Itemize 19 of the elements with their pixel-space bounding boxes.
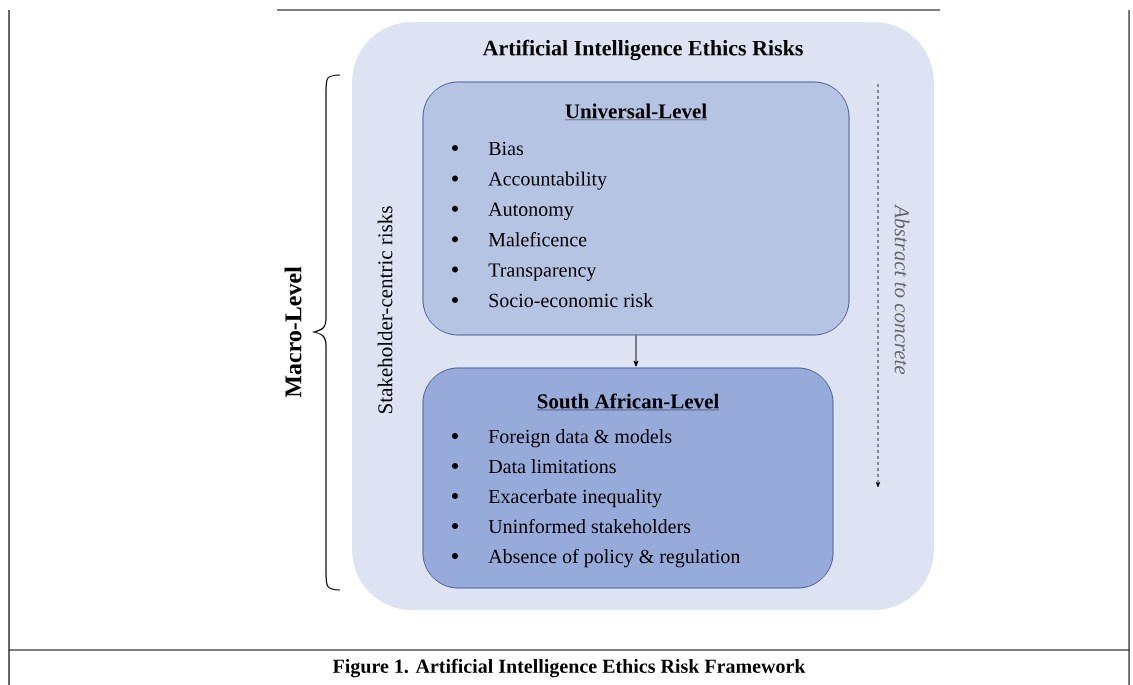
panel-title: Artificial Intelligence Ethics Risks bbox=[482, 39, 803, 61]
side-label: Stakeholder-centric risks bbox=[377, 206, 393, 414]
bullet-item: Autonomy bbox=[488, 202, 574, 221]
bullet-item: Socio-economic risk bbox=[489, 293, 654, 308]
box-heading: South African-Level bbox=[536, 393, 720, 411]
bullet-item: Foreign data & models bbox=[488, 429, 672, 448]
bullet-item: Maleficence bbox=[488, 232, 587, 247]
bullet-item: Bias bbox=[488, 141, 524, 156]
bullet-item: Data limitations bbox=[488, 459, 616, 474]
brace-label: Macro-Level bbox=[284, 266, 302, 398]
bullet-item: Absence of policy & regulation bbox=[488, 548, 741, 568]
box-heading: Universal-Level bbox=[564, 103, 708, 120]
bullet-item: Exacerbate inequality bbox=[488, 489, 662, 508]
arrow bbox=[633, 335, 639, 367]
bullet-item: Accountability bbox=[488, 171, 607, 190]
side-label: Abstract to concrete bbox=[894, 204, 910, 375]
figure-caption: Figure 1. Artificial Intelligence Ethics Risk Framework bbox=[332, 658, 806, 678]
bullet-item: Transparency bbox=[488, 263, 597, 281]
bullet-item: Uninformed stakeholders bbox=[488, 518, 691, 534]
